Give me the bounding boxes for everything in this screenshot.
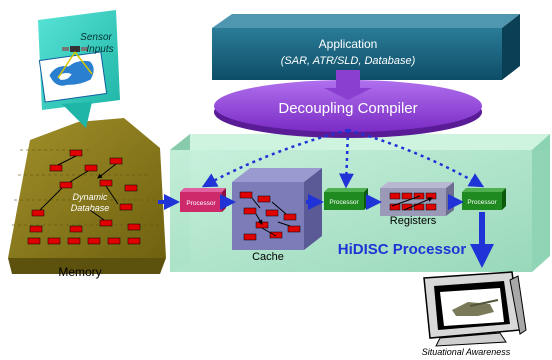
application-subtitle: (SAR, ATR/SLD, Database) — [281, 55, 416, 67]
processor-unit-1-label: Processor — [186, 200, 216, 207]
memory-block: Dynamic Database Memory — [8, 118, 166, 279]
sensor-line1: Sensor — [80, 32, 112, 43]
cache-label: Cache — [252, 251, 284, 263]
output-label: Situational Awareness — [422, 347, 511, 357]
sensor-line2: Inputs — [86, 44, 113, 55]
processor-unit-3-label: Processor — [467, 199, 497, 206]
hidisc-processor-box — [170, 134, 550, 272]
sensor-panel: Sensor Inputs — [38, 10, 120, 128]
registers-block: Registers — [380, 182, 454, 227]
database-line1: Dynamic — [72, 192, 108, 202]
data-path-arrows — [158, 194, 494, 268]
registers-label: Registers — [390, 215, 437, 227]
satellite-icon — [57, 46, 93, 79]
memory-label: Memory — [58, 265, 101, 279]
decoupling-compiler: Decoupling Compiler — [214, 70, 482, 138]
memory-data-blocks — [27, 149, 141, 245]
tank-icon — [452, 302, 494, 316]
cache-block: Cache — [232, 168, 322, 263]
monitor-icon — [423, 271, 527, 347]
application-block: Application (SAR, ATR/SLD, Database) — [212, 14, 520, 80]
processor-unit-3: Processor — [462, 188, 506, 210]
compiler-label: Decoupling Compiler — [278, 100, 417, 117]
compiler-input-arrow — [324, 70, 372, 100]
application-title: Application — [319, 37, 378, 51]
compiler-dispatch-arrows — [201, 128, 485, 189]
processor-unit-2: Processor — [324, 188, 368, 210]
processor-unit-1: Processor — [180, 188, 226, 212]
hidisc-title: HiDISC Processor — [338, 241, 467, 258]
processor-unit-2-label: Processor — [329, 199, 359, 206]
database-line2: Database — [71, 203, 110, 213]
